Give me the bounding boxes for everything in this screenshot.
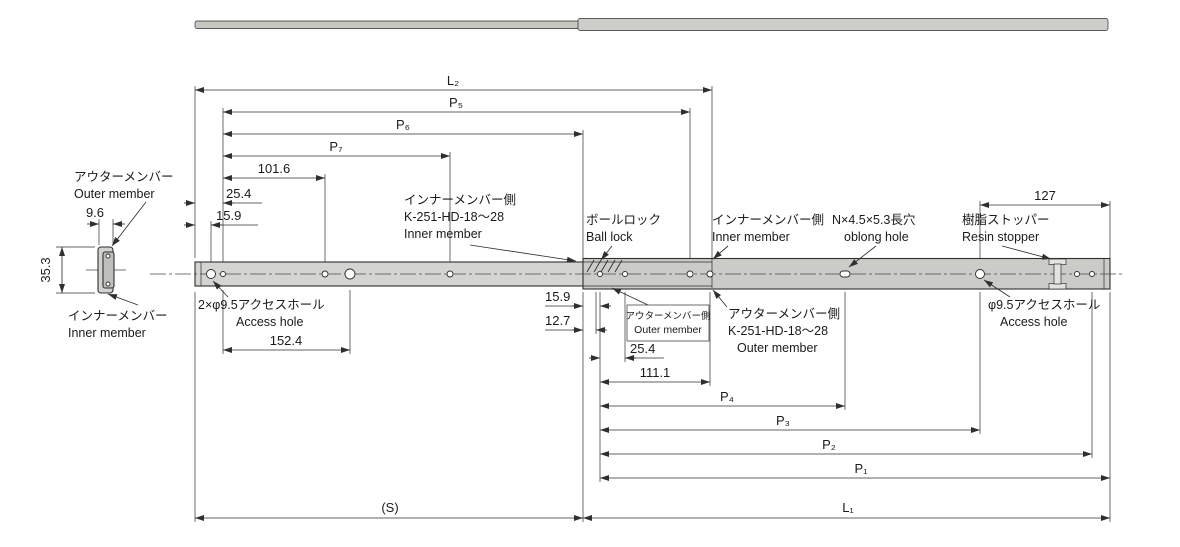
closed-profile-view xyxy=(194,18,1109,31)
dim-P4: P₄ xyxy=(720,389,734,404)
label-inner-member-en: Inner member xyxy=(68,326,146,340)
section-ball-top xyxy=(105,253,111,259)
dimension-labels: L₂ P₅ P₆ P₇ 101.6 25.4 15.9 127 9.6 35.3… xyxy=(38,73,1056,515)
profile-inner-member xyxy=(194,20,586,29)
label-inner-side-mid-model: K-251-HD-18〜28 xyxy=(404,210,504,224)
dim-L1: L₁ xyxy=(842,500,854,515)
dimension-lines xyxy=(59,87,1110,521)
rivet-hole xyxy=(446,270,454,278)
label-inner-member-jp: インナーメンバー xyxy=(68,309,168,323)
dim-25-4-top: 25.4 xyxy=(226,186,251,201)
label-inner-side-mid-jp: インナーメンバー側 xyxy=(404,193,516,207)
label-access-hole-left-jp: 2×φ9.5アクセスホール xyxy=(198,298,325,312)
label-outer-side-right-model: K-251-HD-18〜28 xyxy=(728,324,828,338)
rail-holes xyxy=(206,268,1095,280)
rivet-hole xyxy=(1074,271,1080,277)
dim-P5: P₅ xyxy=(449,95,463,110)
section-ball-bottom xyxy=(105,281,111,287)
leader-lines xyxy=(107,201,1052,308)
rivet-hole xyxy=(220,271,226,277)
label-inner-side-right-jp: インナーメンバー側 xyxy=(712,213,824,227)
dim-P7: P₇ xyxy=(329,139,343,154)
dim-101-6: 101.6 xyxy=(258,161,291,176)
access-hole-right xyxy=(975,269,985,279)
dim-L2: L₂ xyxy=(447,73,459,88)
label-outer-side-box-en: Outer member xyxy=(634,324,702,336)
label-outer-side-box-jp: アウターメンバー側 xyxy=(625,310,710,322)
label-inner-side-mid-en: Inner member xyxy=(404,227,482,241)
dim-S: (S) xyxy=(381,500,398,515)
ball-lock-hatch xyxy=(586,259,623,273)
label-access-hole-right-jp: φ9.5アクセスホール xyxy=(988,298,1100,312)
rivet-hole xyxy=(321,270,329,278)
rail-assembly xyxy=(150,257,1125,290)
dim-15-9-top: 15.9 xyxy=(216,208,241,223)
dim-P1: P₁ xyxy=(854,461,868,476)
label-outer-member-en: Outer member xyxy=(74,187,155,201)
label-outer-side-right-en: Outer member xyxy=(737,341,818,355)
outer-side-label-box xyxy=(626,304,710,342)
access-hole-left-2 xyxy=(344,268,356,280)
label-ball-lock-en: Ball lock xyxy=(586,230,633,244)
label-ball-lock-jp: ボールロック xyxy=(586,213,661,227)
dim-152-4: 152.4 xyxy=(270,333,303,348)
callout-labels: アウターメンバー Outer member インナーメンバー Inner mem… xyxy=(68,170,1100,355)
access-hole-left-1 xyxy=(206,269,216,279)
section-inner-member xyxy=(102,251,115,289)
dim-127: 127 xyxy=(1034,188,1056,203)
label-oblong-hole-jp: N×4.5×5.3長穴 xyxy=(832,212,916,227)
dim-15-9-bottom: 15.9 xyxy=(545,289,570,304)
label-outer-member-jp: アウターメンバー xyxy=(74,170,174,184)
label-access-hole-left-en: Access hole xyxy=(236,315,303,329)
label-outer-side-right-jp: アウターメンバー側 xyxy=(728,307,840,321)
rivet-hole xyxy=(622,271,628,277)
label-access-hole-right-en: Access hole xyxy=(1000,315,1067,329)
label-resin-stopper-en: Resin stopper xyxy=(962,230,1039,244)
dim-35-3: 35.3 xyxy=(38,257,53,282)
dim-P3: P₃ xyxy=(776,413,790,428)
rivet-hole xyxy=(686,270,694,278)
label-resin-stopper-jp: 樹脂ストッパー xyxy=(962,212,1050,227)
dim-P2: P₂ xyxy=(822,437,836,452)
rivet-hole xyxy=(1089,271,1095,277)
cross-section-view xyxy=(86,246,126,294)
dim-111-1: 111.1 xyxy=(640,365,671,380)
oblong-hole xyxy=(839,270,851,278)
label-inner-side-right-en: Inner member xyxy=(712,230,790,244)
dim-9-6: 9.6 xyxy=(86,205,104,220)
resin-stopper-part xyxy=(1048,258,1067,290)
rivet-hole xyxy=(706,270,714,278)
label-oblong-hole-en: oblong hole xyxy=(844,230,909,244)
dim-12-7: 12.7 xyxy=(545,313,570,328)
dim-25-4-bottom: 25.4 xyxy=(630,341,655,356)
rivet-hole xyxy=(597,271,603,277)
profile-outer-member xyxy=(577,18,1109,31)
dim-P6: P₆ xyxy=(396,117,410,132)
